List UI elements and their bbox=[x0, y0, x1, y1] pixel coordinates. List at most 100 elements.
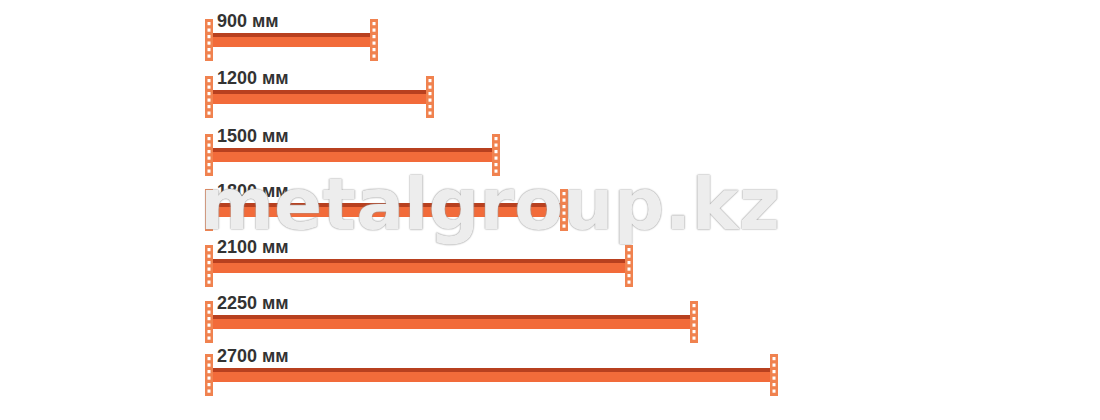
plate-hole bbox=[373, 55, 376, 58]
end-plate bbox=[426, 76, 434, 118]
plate-hole bbox=[208, 304, 211, 307]
plate-hole bbox=[208, 364, 211, 367]
end-plate bbox=[770, 354, 778, 396]
dimension-label: 2100 мм bbox=[217, 238, 289, 256]
plate-hole bbox=[208, 330, 211, 333]
plate-hole bbox=[208, 22, 211, 25]
plate-hole bbox=[208, 324, 211, 327]
plate-hole bbox=[208, 105, 211, 108]
dimension-label: 2700 мм bbox=[217, 347, 289, 365]
plate-hole bbox=[208, 377, 211, 380]
plate-hole bbox=[495, 137, 498, 140]
plate-hole bbox=[773, 364, 776, 367]
plate-hole bbox=[773, 370, 776, 373]
plate-hole bbox=[429, 99, 432, 102]
plate-hole bbox=[208, 137, 211, 140]
plate-hole bbox=[628, 261, 631, 264]
plate-hole bbox=[208, 29, 211, 32]
beam-edge bbox=[213, 148, 492, 152]
plate-hole bbox=[208, 35, 211, 38]
plate-hole bbox=[373, 29, 376, 32]
plate-hole bbox=[208, 281, 211, 284]
end-plate bbox=[625, 245, 633, 287]
plate-hole bbox=[208, 274, 211, 277]
plate-hole bbox=[495, 163, 498, 166]
beam-bar bbox=[213, 33, 370, 47]
plate-hole bbox=[495, 144, 498, 147]
plate-hole bbox=[495, 150, 498, 153]
plate-hole bbox=[208, 86, 211, 89]
plate-hole bbox=[628, 248, 631, 251]
plate-hole bbox=[773, 390, 776, 393]
plate-hole bbox=[208, 157, 211, 160]
plate-hole bbox=[693, 317, 696, 320]
plate-hole bbox=[495, 157, 498, 160]
plate-hole bbox=[208, 48, 211, 51]
end-plate bbox=[690, 301, 698, 343]
plate-hole bbox=[693, 324, 696, 327]
plate-hole bbox=[208, 390, 211, 393]
plate-hole bbox=[429, 105, 432, 108]
beam-edge bbox=[213, 368, 770, 372]
plate-hole bbox=[628, 281, 631, 284]
plate-hole bbox=[208, 357, 211, 360]
plate-hole bbox=[693, 337, 696, 340]
plate-hole bbox=[208, 255, 211, 258]
watermark: metalgroup.kz bbox=[200, 169, 780, 240]
plate-hole bbox=[208, 261, 211, 264]
plate-hole bbox=[373, 42, 376, 45]
plate-hole bbox=[208, 99, 211, 102]
beam-edge bbox=[213, 315, 690, 319]
plate-hole bbox=[693, 311, 696, 314]
plate-hole bbox=[429, 92, 432, 95]
beam-edge bbox=[213, 259, 625, 263]
end-plate bbox=[205, 245, 213, 287]
beam-bar bbox=[213, 368, 770, 382]
plate-hole bbox=[773, 383, 776, 386]
plate-hole bbox=[373, 22, 376, 25]
end-plate bbox=[205, 76, 213, 118]
plate-hole bbox=[693, 304, 696, 307]
end-plate bbox=[370, 19, 378, 61]
plate-hole bbox=[208, 337, 211, 340]
plate-hole bbox=[773, 357, 776, 360]
dimension-label: 900 мм bbox=[217, 12, 279, 30]
beam-edge bbox=[213, 33, 370, 37]
plate-hole bbox=[208, 268, 211, 271]
plate-hole bbox=[208, 383, 211, 386]
plate-hole bbox=[208, 150, 211, 153]
beam-edge bbox=[213, 90, 426, 94]
plate-hole bbox=[208, 42, 211, 45]
beam-bar bbox=[213, 148, 492, 162]
plate-hole bbox=[628, 255, 631, 258]
plate-hole bbox=[628, 268, 631, 271]
plate-hole bbox=[208, 248, 211, 251]
plate-hole bbox=[373, 48, 376, 51]
plate-hole bbox=[208, 144, 211, 147]
dimension-label: 2250 мм bbox=[217, 294, 289, 312]
plate-hole bbox=[208, 112, 211, 115]
plate-hole bbox=[429, 86, 432, 89]
plate-hole bbox=[208, 55, 211, 58]
end-plate bbox=[205, 301, 213, 343]
beam-bar bbox=[213, 90, 426, 104]
plate-hole bbox=[373, 35, 376, 38]
plate-hole bbox=[429, 112, 432, 115]
plate-hole bbox=[208, 370, 211, 373]
dimension-label: 1500 мм bbox=[217, 127, 289, 145]
plate-hole bbox=[773, 377, 776, 380]
end-plate bbox=[205, 354, 213, 396]
plate-hole bbox=[208, 92, 211, 95]
plate-hole bbox=[628, 274, 631, 277]
dimension-label: 1200 мм bbox=[217, 69, 289, 87]
plate-hole bbox=[208, 79, 211, 82]
plate-hole bbox=[208, 311, 211, 314]
beam-bar bbox=[213, 259, 625, 273]
plate-hole bbox=[208, 163, 211, 166]
plate-hole bbox=[693, 330, 696, 333]
beam-bar bbox=[213, 315, 690, 329]
plate-hole bbox=[208, 317, 211, 320]
end-plate bbox=[205, 19, 213, 61]
plate-hole bbox=[429, 79, 432, 82]
